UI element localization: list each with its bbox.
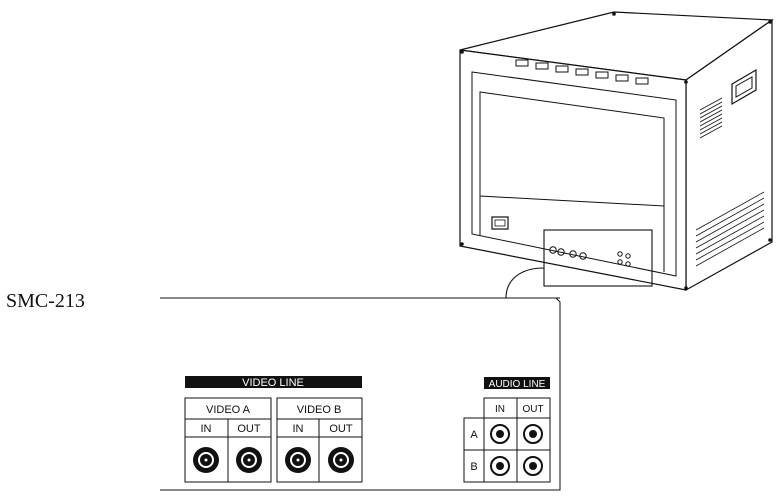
audio-out-label: OUT	[522, 404, 543, 415]
model-label: SMC-213	[6, 290, 85, 312]
video-b-out-bnc	[328, 447, 354, 473]
monitor-illustration	[459, 11, 774, 292]
audio-row-labels	[463, 417, 485, 483]
video-b-out-label: OUT	[329, 423, 353, 435]
side-vents-lower	[695, 191, 765, 267]
panel-outline	[160, 297, 561, 491]
video-a-in-bnc	[193, 447, 219, 473]
callout-box	[543, 229, 653, 287]
video-a-out-label: OUT	[237, 423, 261, 435]
video-b-label: VIDEO B	[297, 404, 342, 416]
audio-b-in-jack	[490, 456, 510, 476]
video-a-in-label: IN	[201, 423, 212, 435]
rear-connectors	[549, 246, 631, 267]
video-line-panel: VIDEO LINE VIDEO A IN OUT	[184, 376, 363, 483]
video-a-label: VIDEO A	[206, 404, 251, 416]
audio-line-panel: AUDIO LINE IN OUT A B	[463, 377, 551, 483]
top-vents	[515, 59, 649, 85]
audio-b-out-jack	[523, 456, 543, 476]
audio-a-in-jack	[490, 424, 510, 444]
audio-line-header-bg	[484, 377, 550, 389]
screws	[460, 12, 772, 290]
callout-leader	[505, 267, 545, 299]
monitor-inner-frame	[471, 71, 677, 277]
audio-row-a-label: A	[470, 429, 478, 441]
video-line-header: VIDEO LINE	[242, 377, 304, 389]
video-b-in-label: IN	[293, 423, 304, 435]
audio-row-b-label: B	[470, 461, 477, 473]
power-inlet	[491, 216, 509, 230]
video-b-in-bnc	[285, 447, 311, 473]
side-vents-upper	[699, 97, 723, 139]
audio-a-out-jack	[523, 424, 543, 444]
video-line-header-bg	[185, 376, 362, 388]
audio-line-header: AUDIO LINE	[489, 379, 546, 390]
video-a-out-bnc	[236, 447, 262, 473]
audio-in-label: IN	[495, 404, 505, 415]
